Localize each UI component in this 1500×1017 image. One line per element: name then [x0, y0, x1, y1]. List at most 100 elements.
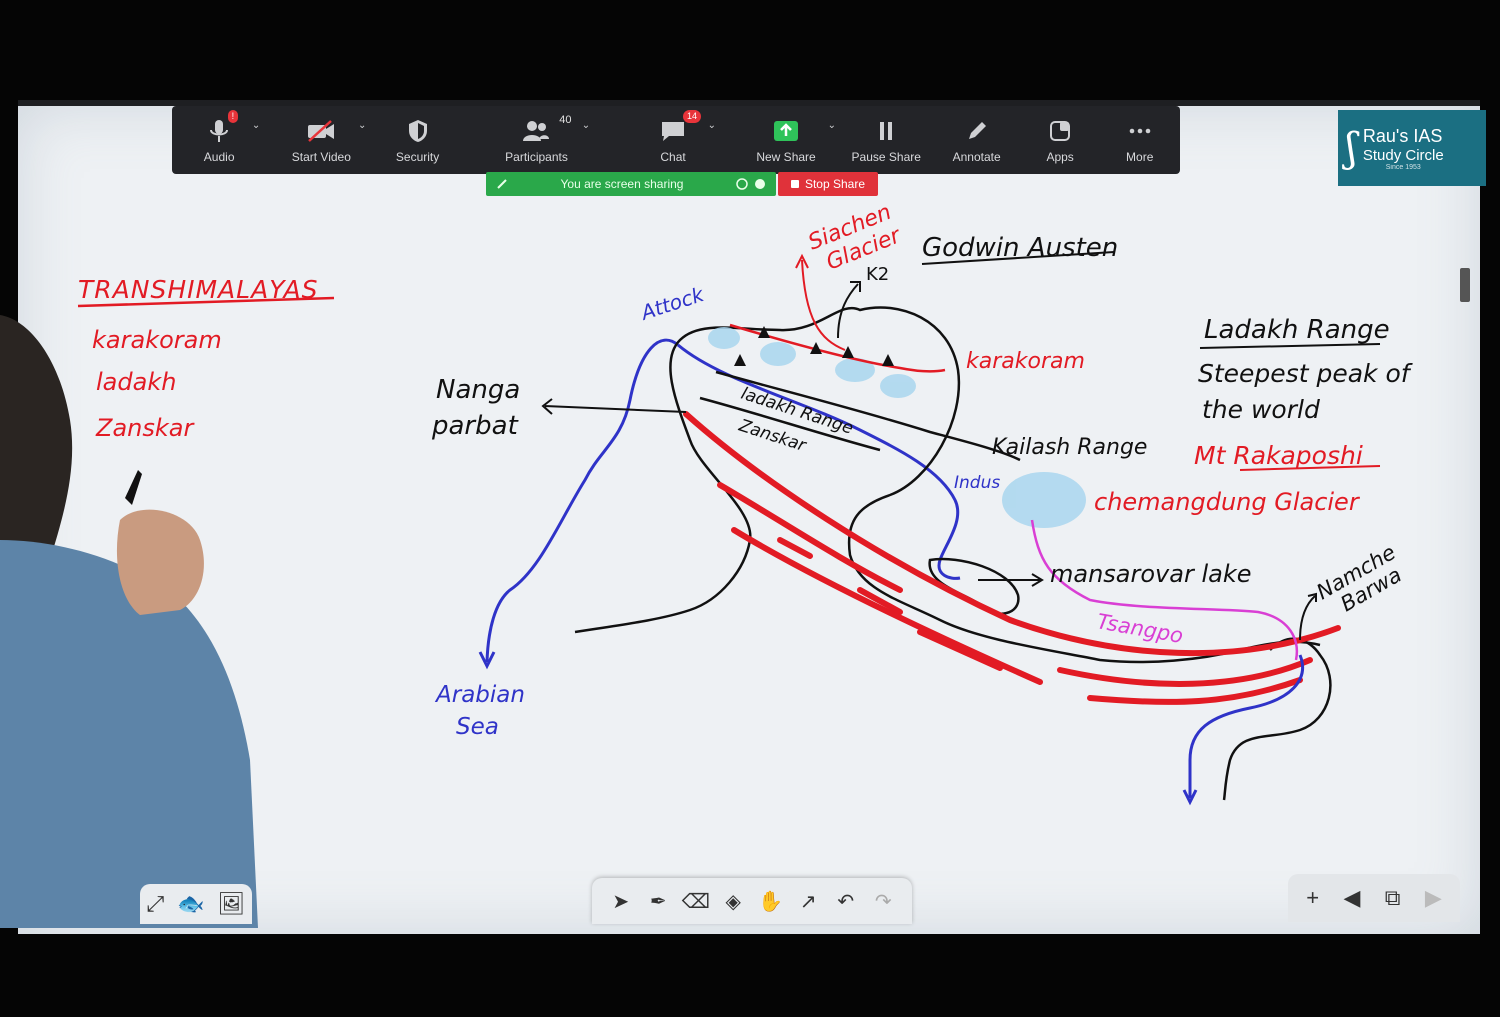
- label-indus: Indus: [954, 473, 1000, 493]
- start-video-button[interactable]: Start Video ⌄: [266, 106, 376, 174]
- chevron-down-icon[interactable]: ⌄: [251, 120, 261, 131]
- hand-tool-icon[interactable]: ✋: [758, 890, 784, 913]
- video-off-icon: [308, 120, 335, 142]
- label-karakoram-range: karakoram: [966, 349, 1085, 374]
- chevron-down-icon[interactable]: ⌄: [707, 120, 716, 131]
- label-steepest-1: Steepest peak of: [1198, 359, 1413, 388]
- pause-share-button[interactable]: Pause Share: [840, 106, 932, 174]
- pen-tool-icon[interactable]: ✒: [649, 890, 667, 913]
- add-page-icon[interactable]: +: [1306, 885, 1320, 910]
- stop-share-label: Stop Share: [804, 177, 866, 191]
- chevron-down-icon[interactable]: ⌄: [581, 120, 591, 131]
- label-mansarovar: mansarovar lake: [1050, 560, 1252, 588]
- label-parbat: parbat: [431, 411, 519, 441]
- zanskar-range-line: [699, 396, 881, 452]
- apps-button[interactable]: Apps: [1021, 106, 1100, 174]
- audio-button[interactable]: ! Audio ⌄: [172, 106, 266, 174]
- undo-icon[interactable]: ↶: [837, 890, 855, 913]
- chevron-down-icon[interactable]: ⌄: [827, 120, 837, 131]
- whiteboard-toolbar: ➤ ✒ ⌫ ◈ ✋ ↗ ↶ ↷: [592, 878, 912, 924]
- brahmaputra-arrow: [1182, 789, 1198, 806]
- logo-line-1: Rau's IAS: [1362, 125, 1443, 146]
- label-nanga: Nanga: [436, 375, 520, 405]
- mountain-outline: [574, 306, 1321, 664]
- pause-share-label: Pause Share: [851, 150, 921, 164]
- siachen-arrow: [795, 253, 846, 351]
- start-video-label: Start Video: [291, 150, 351, 164]
- new-share-label: New Share: [756, 150, 816, 164]
- raus-ias-logo: ʃ Rau's IAS Study Circle Since 1953: [1338, 110, 1486, 186]
- pointer-tool-icon[interactable]: ➤: [612, 890, 630, 913]
- list-item-zanskar: Zanskar: [95, 414, 195, 442]
- heading-underline: [77, 296, 335, 308]
- ladakh-range-line: [715, 370, 1021, 462]
- namche-arrow: [1299, 592, 1317, 641]
- ladakh-range-underline: [1199, 343, 1381, 349]
- participants-label: Participants: [505, 150, 568, 164]
- eraser-tool-icon[interactable]: ⌫: [681, 890, 710, 913]
- chevron-down-icon[interactable]: ⌄: [357, 120, 367, 131]
- mansarovar-arrow: [978, 573, 1044, 587]
- label-kailash-range: Kailash Range: [992, 435, 1147, 460]
- nanga-arrow: [541, 398, 687, 415]
- stop-square-icon: [790, 180, 799, 188]
- page-list-icon[interactable]: ⧉: [1384, 885, 1401, 910]
- new-share-button[interactable]: New Share ⌄: [732, 106, 840, 174]
- whiteboard-canvas[interactable]: [18, 100, 1480, 934]
- label-steepest-2: the world: [1202, 395, 1320, 424]
- peak-markers: [734, 326, 894, 366]
- label-sea: Sea: [456, 714, 499, 740]
- stop-share-button[interactable]: Stop Share: [778, 172, 878, 196]
- tsangpo-river-line: [1030, 519, 1299, 661]
- screen-sharing-banner[interactable]: You are screen sharing: [486, 172, 776, 196]
- previous-page-icon[interactable]: ◀: [1343, 885, 1361, 910]
- logo-line-3: Since 1953: [1385, 163, 1421, 171]
- k2-arrow: [837, 281, 861, 339]
- namche-barwa-bend: [1222, 637, 1332, 801]
- logo-line-2: Study Circle: [1362, 146, 1444, 164]
- participants-button[interactable]: 40 Participants ⌄: [459, 106, 614, 174]
- godwin-underline: [921, 251, 1115, 265]
- presenter-silhouette: [0, 315, 258, 928]
- pencil-icon: [968, 122, 986, 139]
- shape-tool-icon[interactable]: ◈: [725, 890, 741, 913]
- arabian-sea-arrow: [478, 651, 496, 670]
- logo-mark-icon: ʃ: [1346, 125, 1357, 171]
- chat-button[interactable]: 14 Chat ⌄: [614, 106, 732, 174]
- drag-grip-icon: [497, 179, 507, 189]
- share-status-icon: [736, 178, 765, 190]
- list-item-karakoram: karakoram: [92, 326, 222, 354]
- security-label: Security: [395, 150, 440, 164]
- annotate-label: Annotate: [952, 150, 1001, 164]
- list-item-ladakh: ladakh: [96, 368, 176, 396]
- side-scroll-handle[interactable]: [1460, 268, 1470, 302]
- security-button[interactable]: Security: [376, 106, 459, 174]
- indus-river-line: [485, 338, 679, 663]
- magic-pen-tool-icon[interactable]: ↗: [799, 890, 817, 913]
- himalaya-red-lines: [683, 411, 1341, 705]
- label-k2: K2: [866, 264, 889, 285]
- microphone-icon: [210, 120, 229, 142]
- image-tool-icon[interactable]: 🖼: [217, 891, 246, 916]
- rakaposhi-underline: [1239, 465, 1381, 471]
- selection-tool-icon[interactable]: ⤢: [146, 891, 165, 916]
- next-page-icon[interactable]: ▶: [1424, 885, 1442, 910]
- more-dots-icon: [1129, 128, 1151, 134]
- label-attock: Attock: [636, 282, 708, 326]
- whiteboard-left-tools: ⤢ 🐟 🖼: [140, 884, 252, 924]
- label-rakaposhi: Mt Rakaposhi: [1194, 441, 1363, 470]
- label-ladakh-range: Ladakh Range: [1204, 315, 1390, 345]
- pause-icon: [880, 122, 893, 140]
- apps-icon: [1050, 121, 1071, 141]
- annotate-button[interactable]: Annotate: [932, 106, 1020, 174]
- participants-icon: [523, 121, 550, 141]
- redo-icon[interactable]: ↷: [874, 890, 892, 913]
- share-screen-icon: [774, 121, 799, 141]
- chat-bubble-icon: [662, 122, 685, 141]
- shield-icon: [408, 120, 427, 142]
- fish-tool-icon[interactable]: 🐟: [177, 891, 205, 916]
- more-button[interactable]: More: [1099, 106, 1180, 174]
- apps-label: Apps: [1046, 150, 1074, 164]
- chat-unread-badge: 14: [683, 110, 702, 123]
- indus-upper-line: [677, 343, 961, 580]
